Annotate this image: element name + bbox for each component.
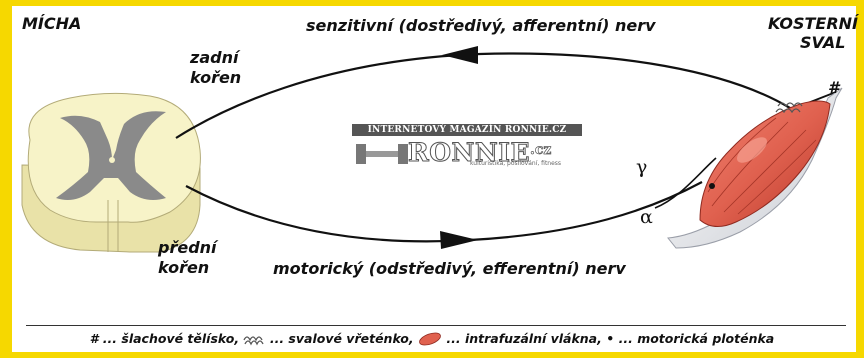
gamma-label: γ — [636, 156, 648, 178]
anterior-root-label-line2: kořen — [158, 258, 210, 277]
watermark-tagline: kulturistika, posilování, fitness — [470, 160, 562, 167]
motor-arrowhead — [440, 231, 478, 249]
motor-nerve-label: motorický (odstředivý, efferentní) nerv — [273, 259, 626, 278]
spinal-cord — [21, 92, 201, 253]
legend-fibers-text: ... intrafuzální vlákna, — [446, 331, 602, 346]
spindle-icon — [243, 335, 265, 345]
legend-bullet-symbol: • — [606, 331, 615, 346]
muscle-label-line2: SVAL — [800, 33, 846, 52]
legend-hash-symbol: # — [89, 331, 99, 346]
posterior-root-label-line2: kořen — [190, 68, 242, 87]
muscle-spindle — [775, 102, 803, 114]
posterior-root-label-line1: zadní — [190, 48, 239, 67]
legend: # ... šlachové tělísko, ... svalové vřet… — [0, 330, 864, 352]
legend-spindle-text: ... svalové vřeténko, — [269, 331, 414, 346]
watermark-suffix: .cz — [530, 142, 552, 159]
motor-nerve-path — [185, 157, 717, 249]
sensory-nerve-label: senzitivní (dostředivý, afferentní) nerv — [306, 16, 656, 35]
anterior-root-label-line1: přední — [158, 238, 217, 257]
sensory-arrowhead — [442, 46, 478, 64]
watermark-logo: INTERNETOVÝ MAGAZÍN RONNIE.CZ RONNIE .cz… — [352, 122, 582, 170]
watermark-brand: RONNIE — [407, 138, 531, 168]
dumbbell-icon — [356, 144, 408, 164]
motor-endplate — [709, 183, 715, 189]
spinal-cord-label: MÍCHA — [22, 14, 82, 33]
legend-hash-text: ... šlachové tělísko, — [102, 331, 240, 346]
watermark-line1: INTERNETOVÝ MAGAZÍN RONNIE.CZ — [352, 124, 582, 136]
legend-divider — [26, 325, 846, 326]
muscle-label-line1: KOSTERNÍ — [768, 14, 859, 33]
skeletal-muscle — [667, 87, 843, 249]
legend-bullet-text: ... motorická ploténka — [618, 331, 775, 346]
intrafusal-fiber-icon — [419, 332, 441, 345]
alpha-label: α — [640, 206, 653, 228]
tendon-organ-mark: # — [828, 78, 840, 97]
